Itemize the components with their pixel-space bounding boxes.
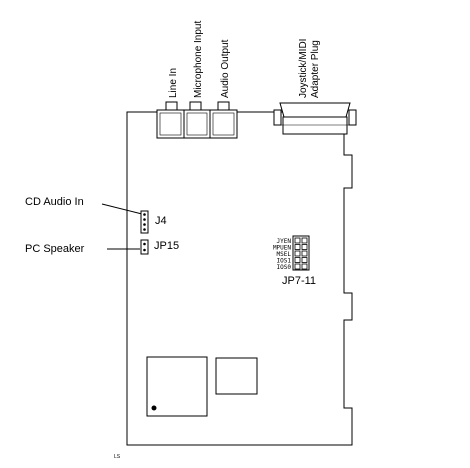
microphone-input-label: Microphone Input bbox=[193, 21, 204, 98]
line-in-label: Line In bbox=[168, 68, 179, 98]
cd-audio-in-leader bbox=[101, 203, 143, 215]
j4-header bbox=[140, 210, 149, 234]
joystick-midi-connector bbox=[273, 102, 357, 135]
j4-label: J4 bbox=[155, 215, 167, 227]
cd-audio-in-label: CD Audio In bbox=[25, 196, 84, 208]
jp7-11-jumper-block bbox=[292, 235, 310, 271]
jumper-setting-mpuen: MPUEN bbox=[273, 245, 291, 252]
jp15-header bbox=[140, 239, 149, 255]
joystick-label-line2: Adapter Plug bbox=[310, 40, 321, 98]
jumper-setting-msel: MSEL bbox=[277, 251, 292, 258]
jumper-setting-ios0: IOS0 bbox=[277, 264, 292, 271]
pc-speaker-label: PC Speaker bbox=[25, 243, 85, 255]
audio-output-jack bbox=[209, 101, 238, 139]
jumper-setting-ios1: IOS1 bbox=[277, 258, 292, 265]
main-chip bbox=[146, 356, 208, 417]
microphone-input-jack bbox=[183, 101, 211, 139]
corner-mark: LS bbox=[114, 454, 121, 460]
line-in-jack bbox=[156, 101, 185, 139]
secondary-chip bbox=[215, 357, 258, 395]
jumper-setting-jyen: JYEN bbox=[277, 238, 292, 245]
joystick-label-line1: Joystick/MIDI bbox=[298, 39, 309, 98]
board-outline bbox=[126, 111, 353, 446]
jp7-11-label: JP7-11 bbox=[282, 275, 316, 287]
audio-output-label: Audio Output bbox=[220, 39, 231, 98]
jp15-label: JP15 bbox=[154, 240, 179, 252]
